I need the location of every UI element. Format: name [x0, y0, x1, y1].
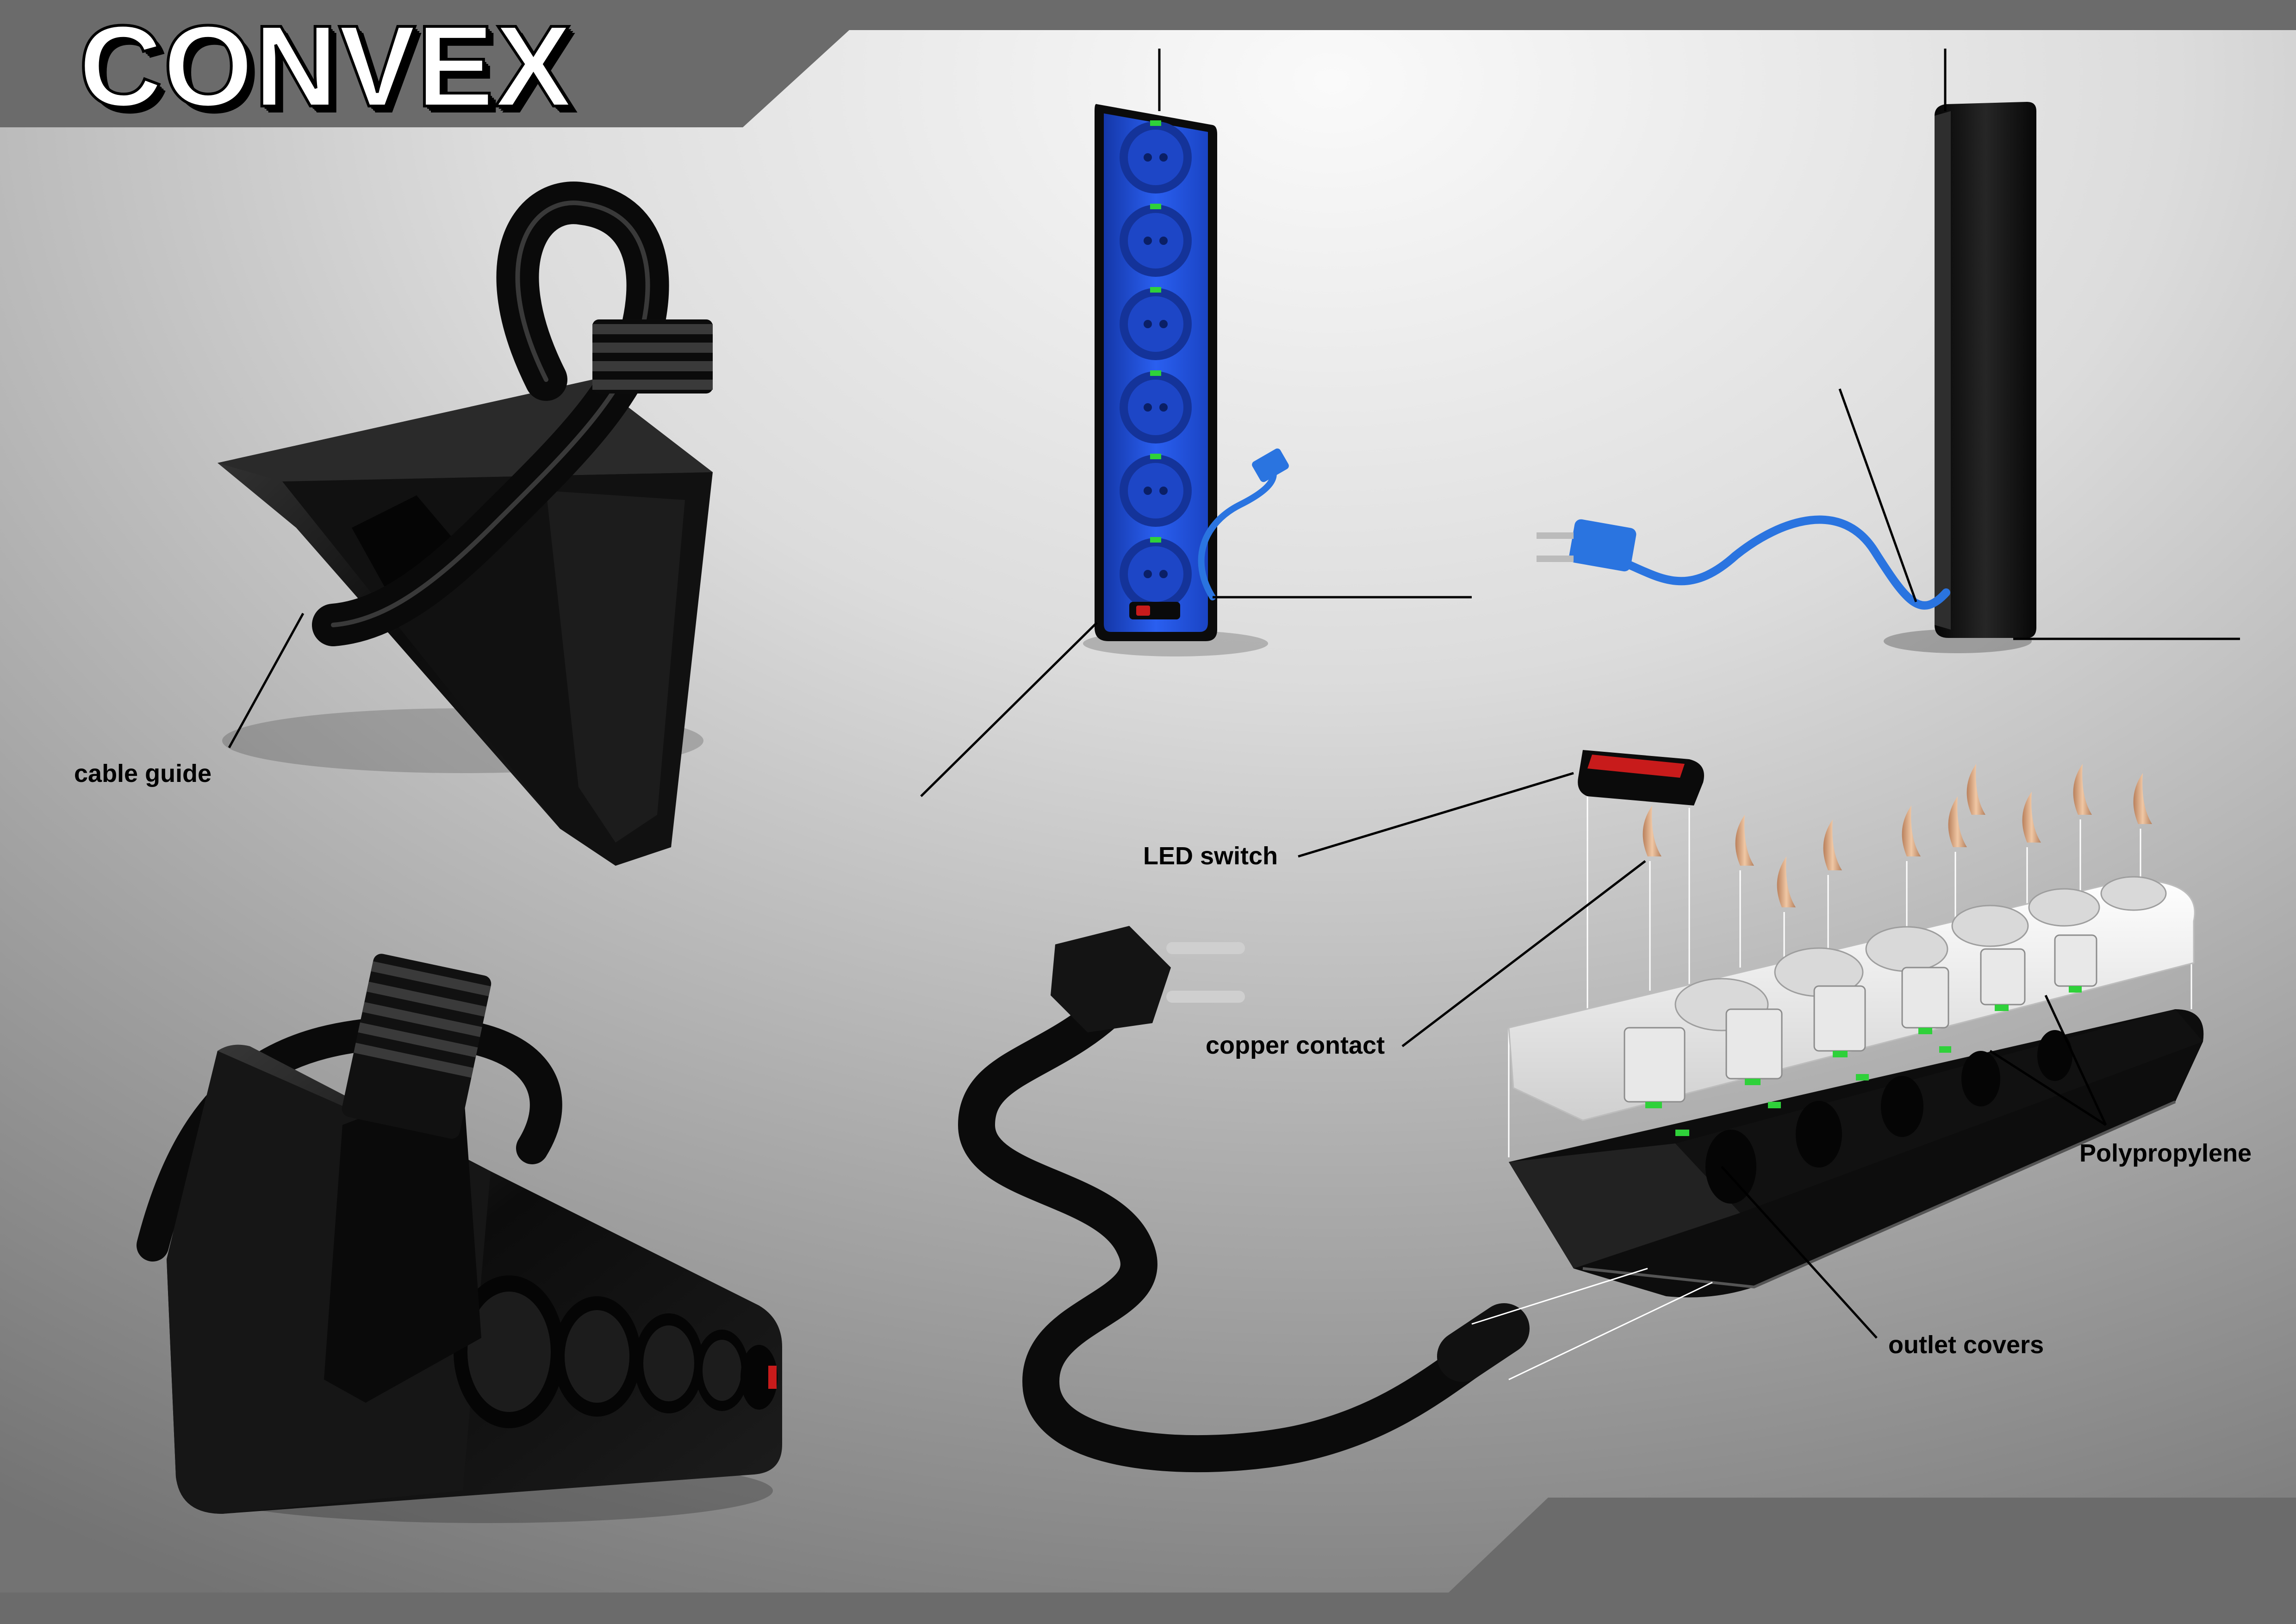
blue-socket-1	[1120, 120, 1192, 194]
callout-line-led-switch	[1298, 772, 1574, 858]
product-view-blue-front	[1083, 104, 1289, 656]
label-outlet-covers: outlet covers	[1888, 1331, 2044, 1359]
callout-line-blue-bottom	[920, 622, 1098, 797]
bl-socket-5	[740, 1345, 778, 1410]
bl-socket-2	[553, 1296, 641, 1417]
blue-socket-4	[1120, 370, 1192, 443]
copper-contacts	[1643, 764, 2152, 907]
blue-socket-6	[1120, 537, 1192, 610]
exploded-plug	[1051, 926, 1245, 1032]
label-cable-guide: cable guide	[74, 760, 212, 787]
product-view-bottom-left	[137, 954, 782, 1523]
bl-socket-1	[454, 1275, 565, 1428]
callout-line-polypropylene-2	[1989, 1049, 2107, 1126]
label-polypropylene: Polypropylene	[2079, 1139, 2252, 1167]
floating-led-switch	[1578, 750, 1704, 806]
callout-line-outlet-covers	[1721, 1166, 1878, 1339]
blue-socket-5	[1120, 454, 1192, 527]
callout-line-cable-guide	[228, 612, 305, 749]
callout-line-copper-contact	[1401, 860, 1646, 1047]
label-led-switch: LED switch	[1143, 842, 1278, 870]
bl-socket-3	[634, 1313, 703, 1413]
bottom-band	[0, 1498, 2296, 1624]
blue-socket-3	[1120, 287, 1192, 360]
label-copper-contact: copper contact	[1206, 1031, 1385, 1059]
callout-line-side-mid	[1838, 388, 1917, 602]
callout-line-polypropylene-1	[2044, 994, 2107, 1126]
brand-title: CONVEX	[77, 1, 573, 131]
bl-socket-4	[695, 1330, 749, 1411]
product-view-top-left	[218, 181, 713, 866]
product-view-exploded	[958, 750, 2204, 1473]
top-band	[0, 0, 2296, 127]
product-view-black-side	[1537, 102, 2036, 653]
blue-socket-2	[1120, 204, 1192, 277]
